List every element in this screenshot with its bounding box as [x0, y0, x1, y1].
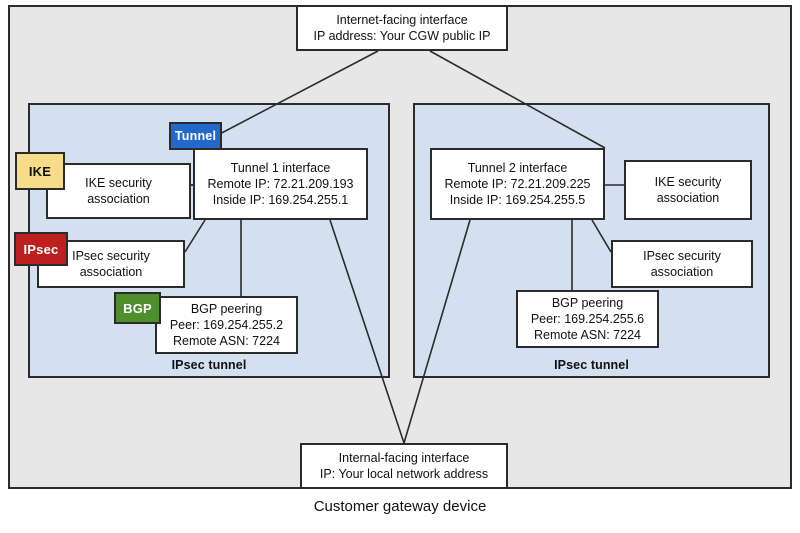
ipsec-sa-2-line2: association [650, 265, 714, 279]
tunnel-1-inside-ip: Inside IP: 169.254.255.1 [212, 193, 349, 207]
tunnel-1-interface-box: Tunnel 1 interface Remote IP: 72.21.209.… [193, 148, 368, 220]
tunnel-2-interface-title: Tunnel 2 interface [467, 161, 568, 175]
bgp-peering-1-asn: Remote ASN: 7224 [172, 334, 280, 348]
internal-interface-line2: IP: Your local network address [319, 467, 489, 481]
bgp-peering-2-peer: Peer: 169.254.255.6 [530, 312, 645, 326]
ike-security-association-box-2: IKE security association [624, 160, 752, 220]
ike-badge: IKE [15, 152, 65, 190]
ipsec-sa-2-line1: IPsec security [643, 249, 721, 263]
internet-interface-line2: IP address: Your CGW public IP [313, 29, 491, 43]
tunnel-2-interface-box: Tunnel 2 interface Remote IP: 72.21.209.… [430, 148, 605, 220]
ipsec-tunnel-label-1: IPsec tunnel [171, 358, 247, 372]
tunnel-1-interface-title: Tunnel 1 interface [230, 161, 331, 175]
ike-sa-1-line1: IKE security [85, 176, 152, 190]
bgp-peering-2-title: BGP peering [551, 296, 624, 310]
internal-interface-line1: Internal-facing interface [338, 451, 470, 465]
bgp-peering-box-1: BGP peering Peer: 169.254.255.2 Remote A… [155, 296, 298, 354]
tunnel-badge: Tunnel [169, 122, 222, 150]
bgp-peering-1-title: BGP peering [190, 302, 263, 316]
ipsec-sa-1-line1: IPsec security [72, 249, 150, 263]
tunnel-2-remote-ip: Remote IP: 72.21.209.225 [444, 177, 591, 191]
ipsec-security-association-box-2: IPsec security association [611, 240, 753, 288]
ipsec-tunnel-label-2: IPsec tunnel [554, 358, 629, 372]
ike-sa-2-line1: IKE security [654, 175, 722, 189]
bgp-peering-box-2: BGP peering Peer: 169.254.255.6 Remote A… [516, 290, 659, 348]
ipsec-badge: IPsec [14, 232, 68, 266]
bgp-peering-2-asn: Remote ASN: 7224 [533, 328, 641, 342]
diagram-caption: Customer gateway device [313, 498, 487, 515]
tunnel-2-inside-ip: Inside IP: 169.254.255.5 [449, 193, 586, 207]
tunnel-1-remote-ip: Remote IP: 72.21.209.193 [207, 177, 354, 191]
ike-security-association-box-1: IKE security association [46, 163, 191, 219]
internal-facing-interface-box: Internal-facing interface IP: Your local… [300, 443, 508, 489]
ipsec-sa-1-line2: association [79, 265, 143, 279]
ike-sa-1-line2: association [87, 192, 150, 206]
internet-interface-line1: Internet-facing interface [336, 13, 468, 27]
internet-facing-interface-box: Internet-facing interface IP address: Yo… [296, 5, 508, 51]
ike-sa-2-line2: association [656, 191, 720, 205]
bgp-badge: BGP [114, 292, 161, 324]
bgp-peering-1-peer: Peer: 169.254.255.2 [169, 318, 284, 332]
